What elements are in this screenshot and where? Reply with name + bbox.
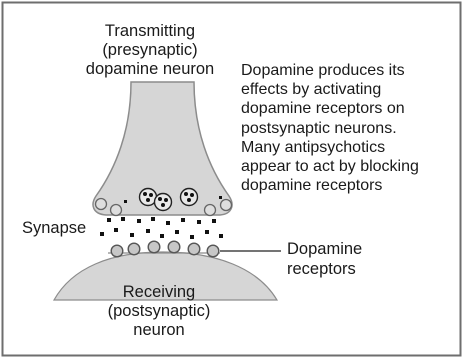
receptors-label: Dopamine receptors <box>287 240 362 279</box>
explanation-line-7: dopamine receptors <box>241 176 456 195</box>
transmitting-line-2: (presynaptic) <box>60 41 240 60</box>
explanation-line-2: effects by activating <box>241 80 456 99</box>
vesicle <box>155 194 172 211</box>
synapse-label: Synapse <box>22 219 86 238</box>
explanation-line-1: Dopamine produces its <box>241 61 456 80</box>
receptors-line-1: Dopamine <box>287 240 362 260</box>
explanation-line-6: appear to act by blocking <box>241 157 456 176</box>
explanation-line-3: dopamine receptors on <box>241 99 456 118</box>
transmitting-line-3: dopamine neuron <box>60 60 240 79</box>
receiving-line-2: (postsynaptic) <box>84 302 234 321</box>
explanation-line-4: postsynaptic neurons. <box>241 119 456 138</box>
vesicle <box>181 189 198 206</box>
transmitting-line-1: Transmitting <box>60 22 240 41</box>
receiving-line-3: neuron <box>84 321 234 340</box>
transmitting-neuron-label: Transmitting (presynaptic) dopamine neur… <box>60 22 240 79</box>
receiving-neuron-label: Receiving (postsynaptic) neuron <box>84 283 234 340</box>
explanation-text: Dopamine produces its effects by activat… <box>241 61 456 195</box>
receptors-line-2: receptors <box>287 260 362 280</box>
receiving-line-1: Receiving <box>84 283 234 302</box>
explanation-line-5: Many antipsychotics <box>241 138 456 157</box>
